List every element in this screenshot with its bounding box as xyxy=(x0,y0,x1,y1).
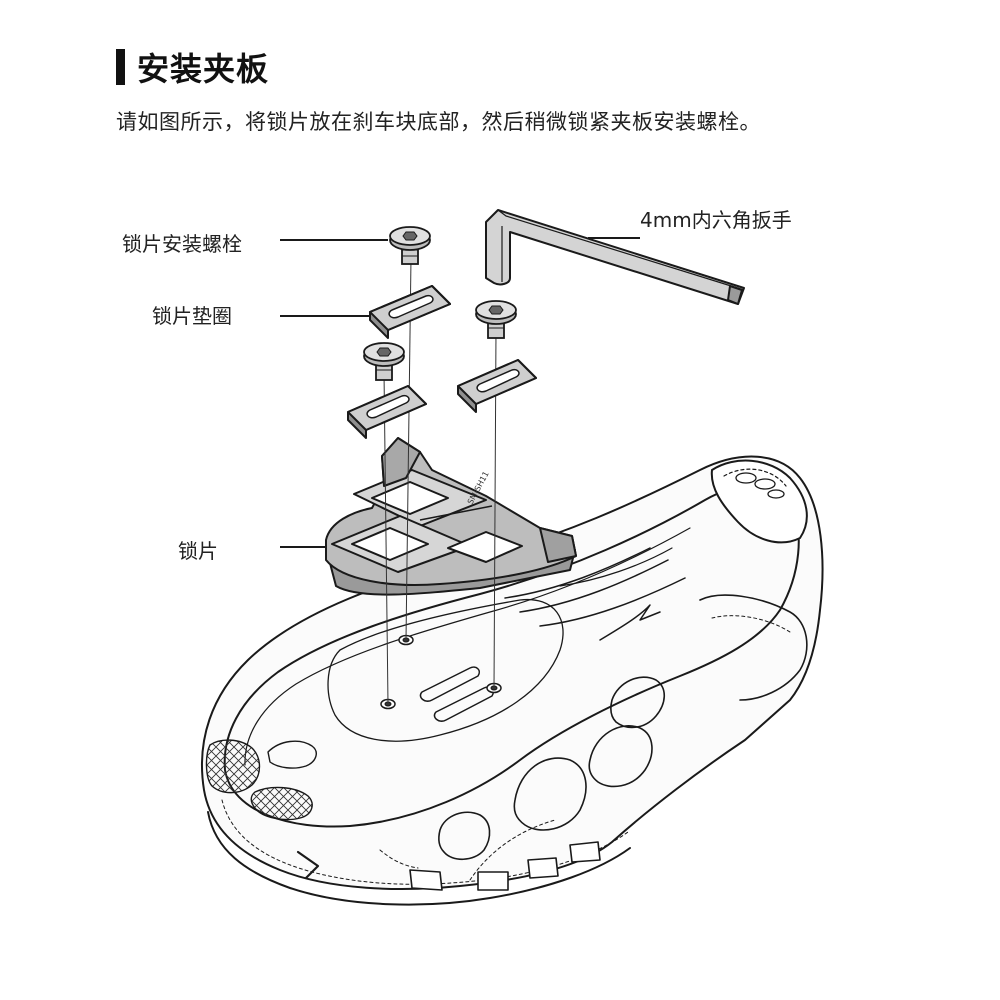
page-title: 安装夹板 xyxy=(137,50,270,88)
bolt-top xyxy=(389,226,431,265)
shoe-sole xyxy=(200,455,824,906)
label-cleat: 锁片 xyxy=(178,539,218,563)
bolt-right xyxy=(475,300,517,339)
section-heading: 安装夹板 xyxy=(116,44,269,90)
hex-wrench xyxy=(485,209,745,305)
label-cleat-washer: 锁片垫圈 xyxy=(152,304,232,328)
washer-left xyxy=(347,385,427,439)
callout-leader-lines xyxy=(280,237,640,548)
instruction-text: 请如图所示，将锁片放在刹车块底部，然后稍微锁紧夹板安装螺栓。 xyxy=(116,110,761,134)
washer-upper xyxy=(369,285,451,339)
washer-right xyxy=(457,359,537,413)
label-hex-wrench: 4mm内六角扳手 xyxy=(640,208,792,232)
bolt-left xyxy=(363,342,405,381)
cleat-part xyxy=(325,437,577,596)
label-cleat-bolt: 锁片安装螺栓 xyxy=(122,232,242,256)
heading-accent-bar xyxy=(116,49,125,85)
